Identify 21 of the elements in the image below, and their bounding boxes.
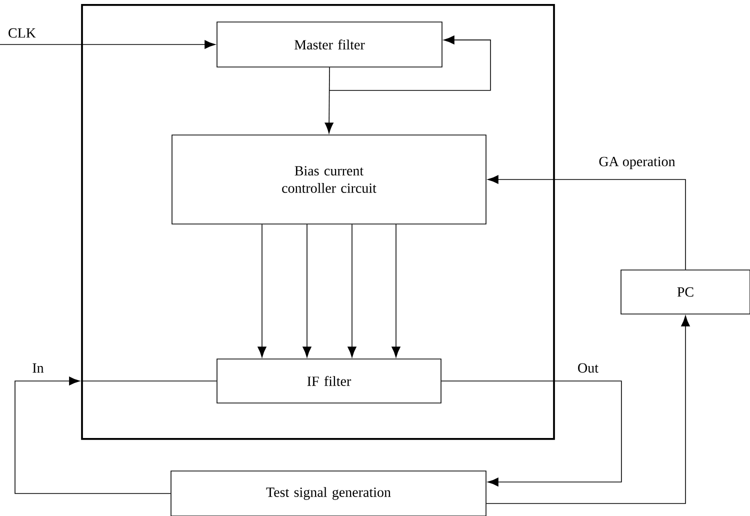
- arrow: [441, 380, 622, 486]
- process-box: Bias current controller circuit: [172, 134, 486, 224]
- chip-outline: [81, 4, 555, 440]
- edge-label: In: [32, 363, 44, 373]
- arrow: [14, 376, 171, 494]
- arrow: [302, 224, 312, 358]
- arrow: [392, 224, 400, 358]
- arrow: [329, 36, 491, 91]
- arrow: [348, 224, 356, 358]
- edge-label: CLK: [8, 28, 36, 38]
- arrow: [488, 175, 686, 270]
- edge-label: GA operation: [599, 156, 676, 170]
- arrow: [0, 40, 216, 49]
- edge-label: Out: [578, 363, 598, 373]
- arrow: [324, 67, 334, 134]
- process-box: IF filter: [216, 358, 442, 404]
- pc-box: PC: [620, 270, 750, 314]
- process-box: Test signal generation: [170, 470, 486, 516]
- process-box: Master filter: [216, 22, 442, 68]
- arrow: [486, 316, 690, 504]
- arrow: [258, 224, 266, 358]
